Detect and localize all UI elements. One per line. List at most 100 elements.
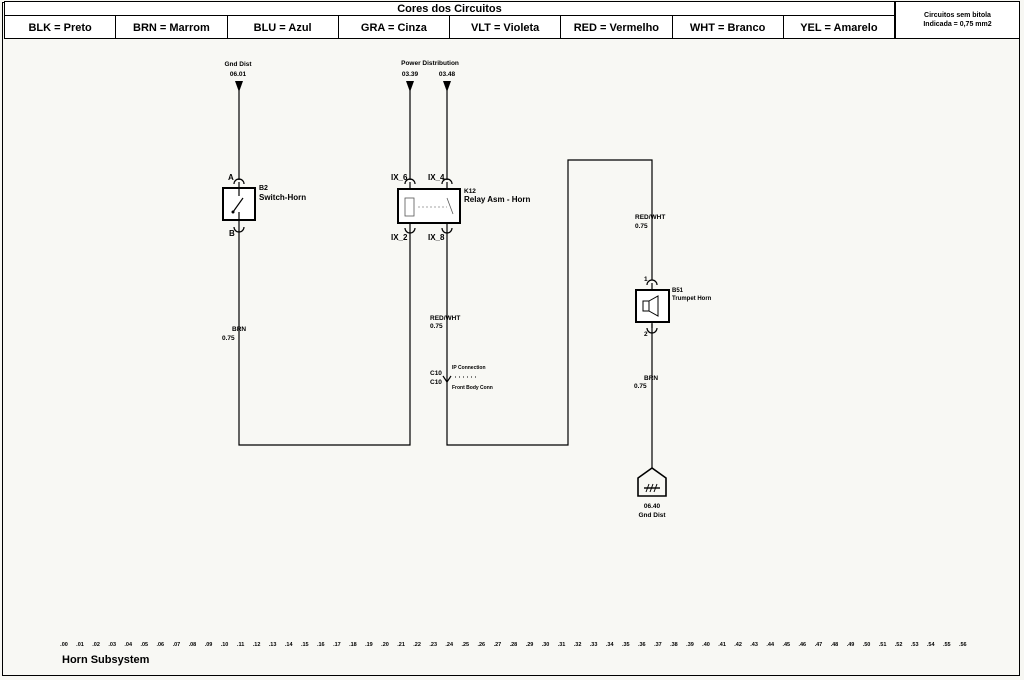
connector-c10-b: C10	[430, 379, 442, 386]
grid-tick-label: .36	[638, 642, 646, 648]
grid-tick-label: .10	[221, 642, 229, 648]
legend-color-yel: YEL = Amarelo	[800, 21, 878, 34]
ground-symbol-icon	[637, 467, 667, 497]
grid-tick-label: .44	[766, 642, 775, 648]
switch-pin-b-label: B	[229, 229, 235, 238]
gauge-note-line1: Circuitos sem bitola	[924, 12, 991, 19]
horn-name: Trumpet Horn	[672, 296, 712, 302]
grid-tick-label: .11	[237, 642, 244, 648]
grid-tick-label: .04	[124, 642, 133, 648]
relay-contact-icon	[446, 197, 454, 215]
grid-tick-label: .12	[253, 642, 261, 648]
circuit-color-legend: Cores dos Circuitos BLK = Preto BRN = Ma…	[4, 1, 895, 39]
legend-row: BLK = Preto BRN = Marrom BLU = Azul GRA …	[5, 15, 894, 39]
grid-tick-label: .55	[943, 642, 951, 648]
grid-tick-label: .53	[911, 642, 919, 648]
grid-tick-label: .18	[349, 642, 357, 648]
grid-tick-label: .09	[205, 642, 213, 648]
legend-color-brn: BRN = Marrom	[116, 16, 228, 39]
gauge-note-line2: Indicada = 0,75 mm2	[923, 21, 992, 28]
relay-coil-icon	[404, 197, 415, 217]
diagram-title: Horn Subsystem	[62, 654, 150, 666]
grid-tick-label: .54	[927, 642, 936, 648]
grid-tick-label: .20	[381, 642, 389, 648]
grid-tick-label: .45	[782, 642, 790, 648]
grid-tick-label: .26	[477, 642, 485, 648]
speaker-icon	[642, 295, 659, 317]
grid-tick-label: .50	[863, 642, 871, 648]
connector-c10	[442, 375, 478, 384]
grid-tick-label: .52	[895, 642, 903, 648]
grid-tick-label: .56	[959, 642, 967, 648]
connector-chevron-icon	[442, 375, 452, 384]
legend-color-red: RED = Vermelho	[561, 16, 673, 39]
grid-tick-label: .40	[702, 642, 710, 648]
wire-brn-right-color: BRN	[644, 375, 658, 382]
gnd-bottom-ref: 06.40	[644, 503, 661, 510]
wire-redwht-right-gauge: 0.75	[635, 223, 648, 230]
switch-pin-a-label: A	[228, 173, 234, 182]
legend-color-wht: WHT = Branco	[673, 16, 784, 39]
grid-tick-label: .23	[429, 642, 437, 648]
horn-pin-1: 1	[644, 276, 648, 283]
grid-tick-label: .15	[301, 642, 309, 648]
grid-tick-label: .01	[76, 642, 84, 648]
gauge-note: Circuitos sem bitola Indicada = 0,75 mm2	[895, 1, 1020, 39]
power-ref-a: 03.39	[402, 71, 419, 78]
grid-tick-label: .19	[365, 642, 373, 648]
gnd-top-title: Gnd Dist	[224, 61, 252, 68]
connector-desc-b: Front Body Conn	[452, 385, 493, 391]
grid-tick-label: .03	[108, 642, 116, 648]
wire-brn-left-gauge: 0.75	[222, 335, 235, 342]
grid-tick-label: .30	[542, 642, 550, 648]
grid-tick-label: .29	[526, 642, 534, 648]
horn-pin-2-terminal-icon	[646, 327, 658, 334]
grid-tick-label: .33	[590, 642, 598, 648]
grid-tick-label: .39	[686, 642, 694, 648]
wire-redwht-right-color: RED/WHT	[635, 214, 665, 221]
horn-pin-1-terminal-icon	[646, 279, 658, 286]
grid-tick-label: .31	[558, 642, 566, 648]
relay-pin-ix6: IX_6	[391, 173, 408, 182]
legend-color-gra: GRA = Cinza	[339, 16, 450, 39]
switch-horn	[222, 178, 256, 234]
grid-tick-label: .37	[654, 642, 662, 648]
horn-body	[635, 289, 670, 323]
connector-c10-a: C10	[430, 370, 442, 377]
grid-tick-label: .28	[510, 642, 518, 648]
grid-tick-label: .17	[333, 642, 341, 648]
horn-id: B51	[672, 288, 684, 294]
power-arrow-a-icon	[406, 81, 414, 92]
gnd-bottom-title: Gnd Dist	[638, 512, 666, 519]
grid-tick-label: .06	[156, 642, 164, 648]
grid-tick-label: .35	[622, 642, 630, 648]
wire-redwht-mid-color: RED/WHT	[430, 315, 460, 322]
power-ref-b: 03.48	[439, 71, 456, 78]
grid-tick-label: .42	[734, 642, 742, 648]
legend-color-vlt: VLT = Violeta	[450, 16, 562, 39]
grid-tick-label: .24	[445, 642, 454, 648]
relay-pin-ix6-terminal-icon	[404, 178, 416, 185]
relay-id: K12	[464, 188, 476, 195]
relay-name: Relay Asm - Horn	[464, 195, 531, 204]
wires	[238, 90, 653, 468]
grid-tick-label: .34	[606, 642, 615, 648]
wire-brn-left-color: BRN	[232, 326, 246, 333]
grid-tick-label: .48	[831, 642, 839, 648]
gnd-top-ref: 06.01	[230, 71, 247, 78]
grid-reference-ticks: .00.01.02.03.04.05.06.07.08.09.10.11.12.…	[60, 642, 966, 648]
reference-arrows	[235, 81, 451, 92]
grid-tick-label: .32	[574, 642, 582, 648]
grid-tick-label: .43	[750, 642, 758, 648]
legend-title: Cores dos Circuitos	[397, 3, 502, 15]
relay-pin-ix4-terminal-icon	[441, 178, 453, 185]
grid-tick-label: .49	[847, 642, 855, 648]
switch-pin-a-terminal-icon	[233, 178, 245, 185]
power-arrow-b-icon	[443, 81, 451, 92]
wire-brn-right-gauge: 0.75	[634, 383, 647, 390]
grid-tick-label: .38	[670, 642, 678, 648]
grid-tick-label: .25	[461, 642, 469, 648]
legend-color-blu: BLU = Azul	[228, 16, 339, 39]
